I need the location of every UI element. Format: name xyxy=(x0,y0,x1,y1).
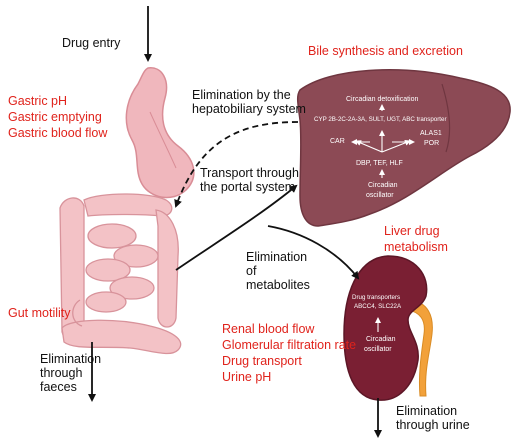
liver-car: CAR xyxy=(330,138,345,146)
elim-metabolites-line2: of xyxy=(246,264,256,278)
liver-metabolism-line2: metabolism xyxy=(384,240,448,254)
elim-faeces-line1: Elimination xyxy=(40,352,101,366)
gastric-ph-label: Gastric pH xyxy=(8,94,67,108)
liver-oscillator-2: oscillator xyxy=(366,192,394,200)
kidney-oscillator-2: oscillator xyxy=(364,346,392,354)
urine-ph-label: Urine pH xyxy=(222,370,271,384)
gastric-emptying-label: Gastric emptying xyxy=(8,110,102,124)
elim-metabolites-line3: metabolites xyxy=(246,278,310,292)
kidney-shape xyxy=(344,256,427,400)
kidney-transporters-1: Drug transporters xyxy=(352,294,400,301)
elim-urine-line1: Elimination xyxy=(396,404,457,418)
gastric-blood-flow-label: Gastric blood flow xyxy=(8,126,107,140)
portal-transport-line1: Transport through xyxy=(200,166,299,180)
elim-urine-line2: through urine xyxy=(396,418,470,432)
liver-oscillator-1: Circadian xyxy=(368,182,398,190)
liver-circadian-detox: Circadian detoxification xyxy=(346,96,418,104)
liver-shape xyxy=(298,70,510,226)
kidney-oscillator-1: Circadian xyxy=(366,336,396,344)
elim-metabolites-line1: Elimination xyxy=(246,250,307,264)
liver-por: POR xyxy=(424,140,439,148)
drug-entry-label: Drug entry xyxy=(62,36,120,50)
elim-faeces-line2: through xyxy=(40,366,82,380)
kidney-transporters-2: ABCC4, SLC22A xyxy=(354,303,401,310)
liver-alas1: ALAS1 xyxy=(420,130,442,138)
portal-transport-line2: the portal system xyxy=(200,180,295,194)
bile-synthesis-label: Bile synthesis and excretion xyxy=(308,44,463,58)
intestines xyxy=(60,194,181,353)
liver-metabolism-line1: Liver drug xyxy=(384,224,440,238)
elim-hepatobiliary-line1: Elimination by the xyxy=(192,88,291,102)
liver-enzymes: CYP 2B-2C-2A-3A, SULT, UGT, ABC transpor… xyxy=(314,116,447,123)
elim-faeces-line3: faeces xyxy=(40,380,77,394)
elim-hepatobiliary-line2: hepatobiliary system xyxy=(192,102,306,116)
gfr-label: Glomerular filtration rate xyxy=(222,338,356,352)
renal-blood-flow-label: Renal blood flow xyxy=(222,322,314,336)
liver-dbp: DBP, TEF, HLF xyxy=(356,160,403,168)
gut-motility-label: Gut motility xyxy=(8,306,71,320)
drug-transport-label: Drug transport xyxy=(222,354,302,368)
